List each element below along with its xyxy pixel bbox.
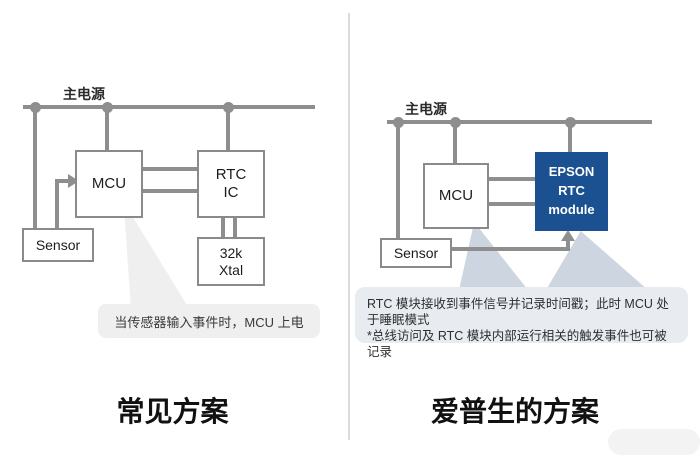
wire-rtc-xtal-1 [221,214,225,238]
xtal-label-line2: Xtal [218,261,244,278]
mcu-label: MCU [91,175,127,192]
power-rail-label: 主电源 [405,101,447,117]
callout-left-text: 当传感器输入事件时，MCU 上电 [114,314,304,330]
arrow-right-icon [68,174,79,188]
mcu-box: MCU [75,150,143,218]
sensor-label: Sensor [393,244,439,261]
wire-rtc-xtal-2 [233,214,237,238]
xtal-label-line1: 32k [219,244,243,261]
arrow-up-icon [561,230,575,241]
callout-right: RTC 模块接收到事件信号并记录时间戳；此时 MCU 处于睡眠模式 *总线访问及… [355,287,688,359]
module-label-line2: RTC [558,183,585,199]
wire-mcu-rtc-1 [139,167,197,171]
wire-rail-to-rtc [226,107,230,150]
sensor-box: Sensor [22,228,94,262]
wire-rail-to-mcu [453,122,457,163]
wire-mcu-module-1 [485,177,535,181]
rtc-ic-box: RTC IC [197,150,265,218]
rtc-ic-label-line1: RTC [215,166,247,183]
wire-mcu-module-2 [485,202,535,206]
wire-sensor-out-vertical [55,179,59,228]
callout-right-line1: RTC 模块接收到事件信号并记录时间戳；此时 MCU 处于睡眠模式 [367,297,669,327]
mcu-box: MCU [423,163,489,229]
wire-sensor-to-module-horizontal [448,247,568,251]
module-label-line1: EPSON [548,164,595,180]
left-panel-title: 常见方案 [116,396,229,427]
callout-left: 当传感器输入事件时，MCU 上电 [98,304,320,338]
callout-right-line2: *总线访问及 RTC 模块内部运行相关的触发事件也可被记录 [367,329,667,359]
wire-sensor-to-module-vertical [566,240,570,251]
wire-rail-to-module [568,122,572,152]
power-rail-label: 主电源 [63,86,105,102]
callout-tail-mcu [459,222,528,290]
right-panel-title: 爱普生的方案 [430,396,599,427]
wire-rail-to-sensor [33,107,37,228]
module-label-line3: module [548,201,595,217]
wire-sensor-out-horizontal [55,179,69,183]
power-rail [23,105,315,109]
sensor-label: Sensor [35,236,81,253]
power-rail [387,120,652,124]
wire-mcu-rtc-2 [139,189,197,193]
wire-rail-to-sensor [396,122,400,238]
panel-divider [348,13,350,440]
rtc-ic-label-line2: IC [223,184,239,201]
watermark-blob [608,429,700,455]
xtal-box: 32k Xtal [197,237,265,286]
epson-rtc-module-box: EPSON RTC module [535,152,608,231]
sensor-box: Sensor [380,238,452,268]
wire-rail-to-mcu [105,107,109,150]
mcu-label: MCU [438,187,474,204]
